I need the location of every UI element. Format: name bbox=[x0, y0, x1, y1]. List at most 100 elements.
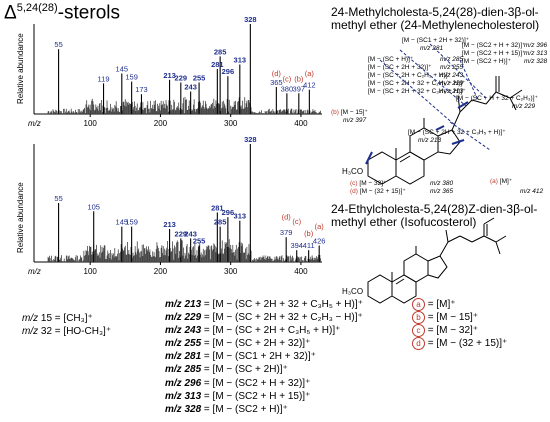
legend-mid: m/z 213 = [M − (SC + 2H + 32 + C₃H₅ + H)… bbox=[165, 298, 363, 416]
left-mz-1: m/z 285 bbox=[440, 56, 464, 63]
side-frag: [M − (SC + H + 32 + C₂H₃)]⁺ m/z 229 bbox=[456, 95, 538, 111]
legend-mid-eq: = [M − (SC + 2H + 32)]⁺ bbox=[203, 338, 311, 350]
peak-label: 328 bbox=[244, 15, 257, 24]
legend-mid-mz: m/z 229 bbox=[165, 312, 202, 324]
x-tick-label: 400 bbox=[294, 119, 308, 128]
right-mz: m/z 396 m/z 313 m/z 328 bbox=[524, 42, 547, 66]
spectrum2-ylabel: Relative abundance bbox=[16, 182, 25, 253]
peak-label: 313 bbox=[234, 212, 247, 221]
legend-right-eq: = [M]⁺ bbox=[427, 299, 456, 310]
legend-right-key: a bbox=[412, 298, 425, 311]
legend-left-row-1: m/z 15 = [CH₃]⁺ bbox=[22, 312, 111, 325]
legend-mid-row: m/z 213 = [M − (SC + 2H + 32 + C₃H₅ + H)… bbox=[165, 298, 363, 311]
peak-label: 255 bbox=[193, 74, 206, 83]
legend-mid-mz: m/z 243 bbox=[165, 325, 202, 337]
x-tick-label: 200 bbox=[154, 119, 168, 128]
d-marker: (d) bbox=[350, 188, 358, 195]
legend-mid-eq: = [M − (SC1 + 2H + 32)]⁺ bbox=[203, 351, 316, 363]
legend-mid-row: m/z 229 = [M − (SC + 2H + 32 + C₂H₃ − H)… bbox=[165, 311, 363, 324]
peak-label: 394 bbox=[290, 241, 303, 250]
legend-right-key: c bbox=[412, 324, 425, 338]
x-tick-label: 300 bbox=[224, 267, 238, 276]
legend-right-eq: = [M − 32]⁺ bbox=[427, 325, 479, 337]
legend-mid-eq: = [M − (SC + 2H)]⁺ bbox=[203, 364, 288, 376]
legend-mid-eq: = [M − (SC2 + H + 15)]⁺ bbox=[203, 390, 311, 402]
side-frag-formula: [M − (SC + H + 32 + C₂H₃)]⁺ bbox=[456, 95, 538, 102]
peak-label: 296 bbox=[222, 208, 235, 217]
peak-label: 145 bbox=[116, 65, 129, 74]
legend-right-key: b bbox=[412, 311, 425, 325]
x-tick-label: 300 bbox=[224, 119, 238, 128]
legend-mid-mz: m/z 296 bbox=[165, 377, 202, 389]
right-mz-1: m/z 396 bbox=[524, 42, 548, 49]
frag-top: [M − (SC1 + 2H + 32)]⁺ m/z 281 bbox=[402, 37, 469, 53]
legend-mid-row: m/z 243 = [M − (SC + 2H + C₃H₅ + H)]⁺ bbox=[165, 324, 363, 337]
peak-label: 255 bbox=[193, 236, 206, 245]
a-mz: m/z 412 bbox=[520, 188, 544, 195]
legend-mid-eq: = [M − (SC2 + H)]⁺ bbox=[203, 403, 288, 415]
frag-top-mz: m/z 281 bbox=[420, 45, 444, 52]
x-tick-label: 400 bbox=[294, 267, 308, 276]
legend-mid-eq: = [M − (SC2 + H + 32)]⁺ bbox=[203, 377, 311, 389]
peak-label: 379 bbox=[280, 228, 293, 237]
left-mz-4: m/z 229 bbox=[440, 80, 464, 87]
structure1-title: 24-Methylcholesta-5,24(28)-dien-3β-ol- m… bbox=[331, 6, 539, 32]
left-mz: m/z 285 m/z 255 m/z 243 m/z 229 m/z 213 bbox=[440, 56, 463, 96]
peak-label: 426 bbox=[313, 236, 326, 245]
left-frag-4: [M − (SC + 2H + 32 + C₂H₅ − H)]⁺ bbox=[368, 80, 466, 87]
left-mz-3: m/z 243 bbox=[440, 72, 464, 79]
title-superscript: 5,24(28) bbox=[16, 2, 58, 14]
ring-frag-mz: m/z 213 bbox=[418, 137, 442, 144]
legend-mid-mz: m/z 255 bbox=[165, 338, 202, 350]
legend-mid-eq: = [M − (SC + 2H + 32 + C₂H₃ − H)]⁺ bbox=[203, 312, 363, 324]
right-frag-2: [M − (SC2 + H + 15)]⁺ bbox=[462, 50, 526, 57]
structure1-title-line2: methyl ether (24-Methylenecholesterol) bbox=[331, 18, 540, 32]
peak-label: 285 bbox=[214, 218, 227, 227]
structure2-meo-text: H₃CO bbox=[342, 287, 363, 296]
left-frag-2: [M − (SC + 2H + 32)]⁺ bbox=[368, 64, 432, 71]
x-axis-label: m/z bbox=[28, 267, 41, 276]
legend-mid-row: m/z 281 = [M − (SC1 + 2H + 32)]⁺ bbox=[165, 350, 363, 363]
x-tick-label: 200 bbox=[154, 267, 168, 276]
legend-right: a = [M]⁺ b = [M − 15]⁺ c = [M − 32]⁺ d =… bbox=[412, 298, 508, 351]
peak-label: 411 bbox=[303, 241, 315, 250]
peak-label: 55 bbox=[54, 194, 62, 203]
legend-right-row: d = [M − (32 + 15)]⁺ bbox=[412, 337, 508, 351]
left-mz-2: m/z 255 bbox=[440, 64, 464, 71]
right-frags: [M − (SC2 + H + 32)]⁺ [M − (SC2 + H + 15… bbox=[462, 42, 526, 66]
left-frags: [M − (SC + H)]⁺ [M − (SC + 2H + 32)]⁺ [M… bbox=[368, 56, 466, 96]
peak-label: 173 bbox=[135, 85, 148, 94]
peak-label: 159 bbox=[125, 73, 138, 82]
c-mz: m/z 380 bbox=[430, 180, 454, 187]
fragment-marker: (d) bbox=[282, 213, 292, 222]
cd-annotation: (c) [M − 32]⁺ (d) [M − (32 + 15)]⁺ bbox=[350, 180, 406, 196]
peak-label: 328 bbox=[244, 135, 257, 144]
peak-label: 229 bbox=[175, 74, 188, 83]
legend-mid-row: m/z 328 = [M − (SC2 + H)]⁺ bbox=[165, 403, 363, 416]
peak-label: 119 bbox=[98, 74, 110, 83]
x-tick-label: 100 bbox=[84, 267, 98, 276]
d-mz: m/z 365 bbox=[430, 188, 454, 195]
legend-left-mz-2: m/z bbox=[22, 326, 39, 338]
d-label: [M − (32 + 15)]⁺ bbox=[359, 188, 406, 195]
side-frag-mz: m/z 229 bbox=[512, 103, 536, 110]
peak-label: 55 bbox=[54, 40, 62, 49]
figure-title: Δ5,24(28)-sterols bbox=[4, 2, 120, 24]
ring-frag-formula: [M − (SC + 2H + 32 + C₃H₅ + H)]⁺ bbox=[408, 129, 506, 136]
left-frag-1: [M − (SC + H)]⁺ bbox=[368, 56, 414, 63]
peak-label: 380 bbox=[281, 84, 294, 93]
legend-mid-row: m/z 255 = [M − (SC + 2H + 32)]⁺ bbox=[165, 337, 363, 350]
legend-right-eq: = [M − (32 + 15)]⁺ bbox=[427, 338, 508, 350]
right-mz-3: m/z 328 bbox=[524, 58, 548, 65]
peak-label: 213 bbox=[163, 220, 176, 229]
peak-label: 105 bbox=[87, 202, 100, 211]
peak-label: 145 bbox=[116, 218, 129, 227]
structure1-meo-text: H₃CO bbox=[342, 167, 363, 176]
fragment-marker: (a) bbox=[315, 222, 325, 231]
legend-mid-eq: = [M − (SC + 2H + C₃H₅ + H)]⁺ bbox=[203, 325, 341, 337]
peak-label: 281 bbox=[211, 203, 224, 212]
right-frag-1: [M − (SC2 + H + 32)]⁺ bbox=[462, 42, 526, 49]
x-tick-label: 100 bbox=[84, 119, 98, 128]
peak-label: 313 bbox=[234, 56, 247, 65]
a-mz-wrap: m/z 412 bbox=[520, 188, 543, 196]
